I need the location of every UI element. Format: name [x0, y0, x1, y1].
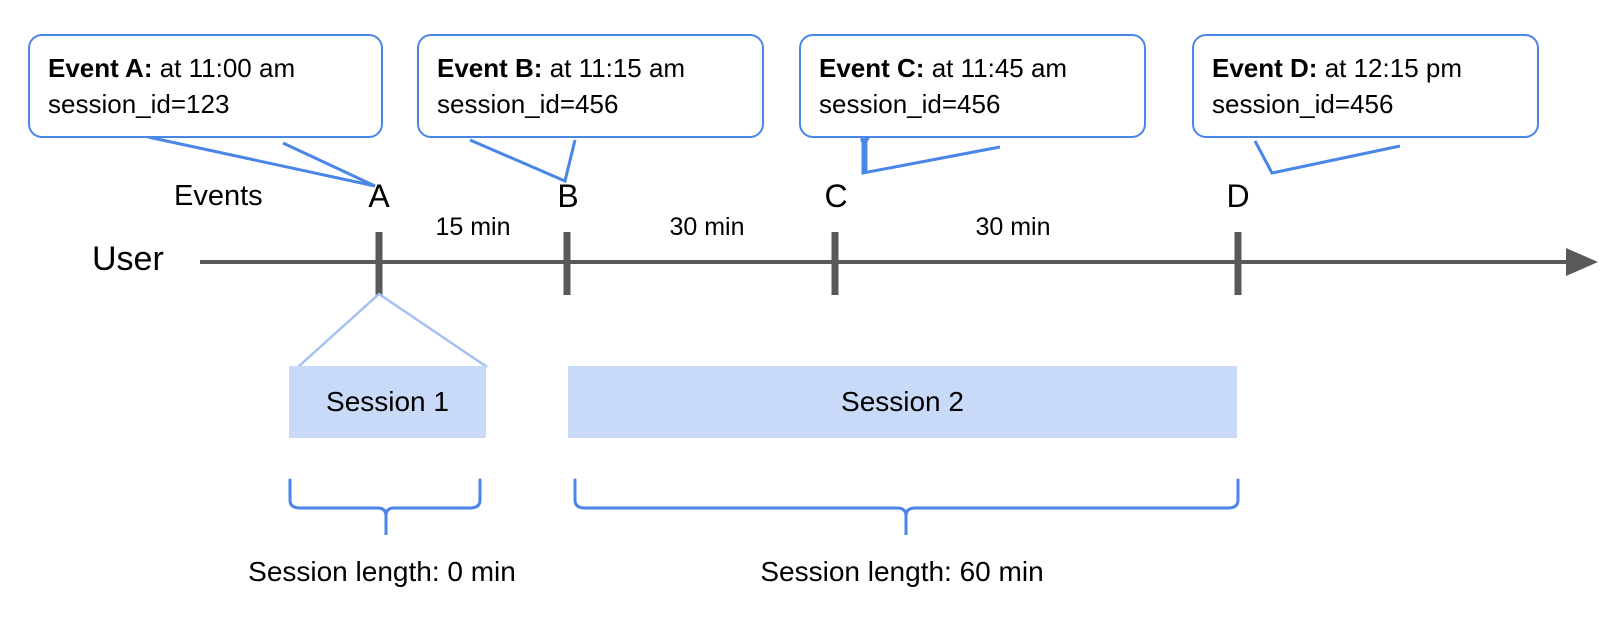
callout-event-a-line2: session_id=123 [48, 89, 230, 119]
callout-event-c-line2: session_id=456 [819, 89, 1001, 119]
callout-event-a[interactable]: Event A: at 11:00 am session_id=123 [28, 34, 383, 138]
gap-label-a-b: 15 min [435, 213, 511, 241]
brace-session-2 [573, 478, 1240, 535]
callout-event-c-rest: at 11:45 am [924, 53, 1068, 83]
callout-tail-b [469, 138, 577, 184]
callout-event-d-bold: Event D: [1212, 53, 1318, 83]
callout-event-b-line2: session_id=456 [437, 89, 619, 119]
callout-event-a-bold: Event A: [48, 53, 153, 83]
gap-label-c-d: 30 min [975, 213, 1051, 241]
session-length-1: Session length: 0 min [248, 556, 516, 587]
session1-leader [297, 292, 488, 369]
event-letter-a: A [368, 178, 390, 214]
session-bar-2-label: Session 2 [841, 386, 964, 417]
callout-event-a-rest: at 11:00 am [152, 53, 296, 83]
user-row-label: User [92, 240, 164, 278]
event-letter-b: B [557, 178, 579, 214]
callout-tail-c-main [861, 141, 1001, 175]
gap-label-b-c: 30 min [669, 213, 745, 241]
callout-event-c-bold: Event C: [819, 53, 925, 83]
brace-session-1 [288, 478, 482, 535]
callout-event-d-line1: Event D: at 12:15 pm [1212, 50, 1519, 86]
callout-tail-d [1253, 140, 1401, 175]
event-letter-d: D [1226, 178, 1250, 214]
callout-event-d[interactable]: Event D: at 12:15 pm session_id=456 [1192, 34, 1539, 138]
timeline-axis [200, 248, 1598, 276]
callout-event-c[interactable]: Event C: at 11:45 am session_id=456 [799, 34, 1146, 138]
callout-event-a-line1: Event A: at 11:00 am [48, 50, 363, 86]
callout-event-b-line1: Event B: at 11:15 am [437, 50, 744, 86]
callout-tail-a [147, 135, 376, 188]
callout-event-d-rest: at 12:15 pm [1317, 53, 1463, 83]
callout-event-b[interactable]: Event B: at 11:15 am session_id=456 [417, 34, 764, 138]
callout-event-d-line2: session_id=456 [1212, 89, 1394, 119]
callout-event-c-line1: Event C: at 11:45 am [819, 50, 1126, 86]
session-bar-1-label: Session 1 [326, 386, 449, 417]
callout-event-b-rest: at 11:15 am [542, 53, 686, 83]
session-bar-2[interactable]: Session 2 [568, 366, 1237, 438]
events-row-label: Events [174, 180, 263, 212]
callout-event-b-bold: Event B: [437, 53, 543, 83]
session-length-2: Session length: 60 min [760, 556, 1044, 587]
event-letter-c: C [824, 178, 848, 214]
session-bar-1[interactable]: Session 1 [289, 366, 486, 438]
